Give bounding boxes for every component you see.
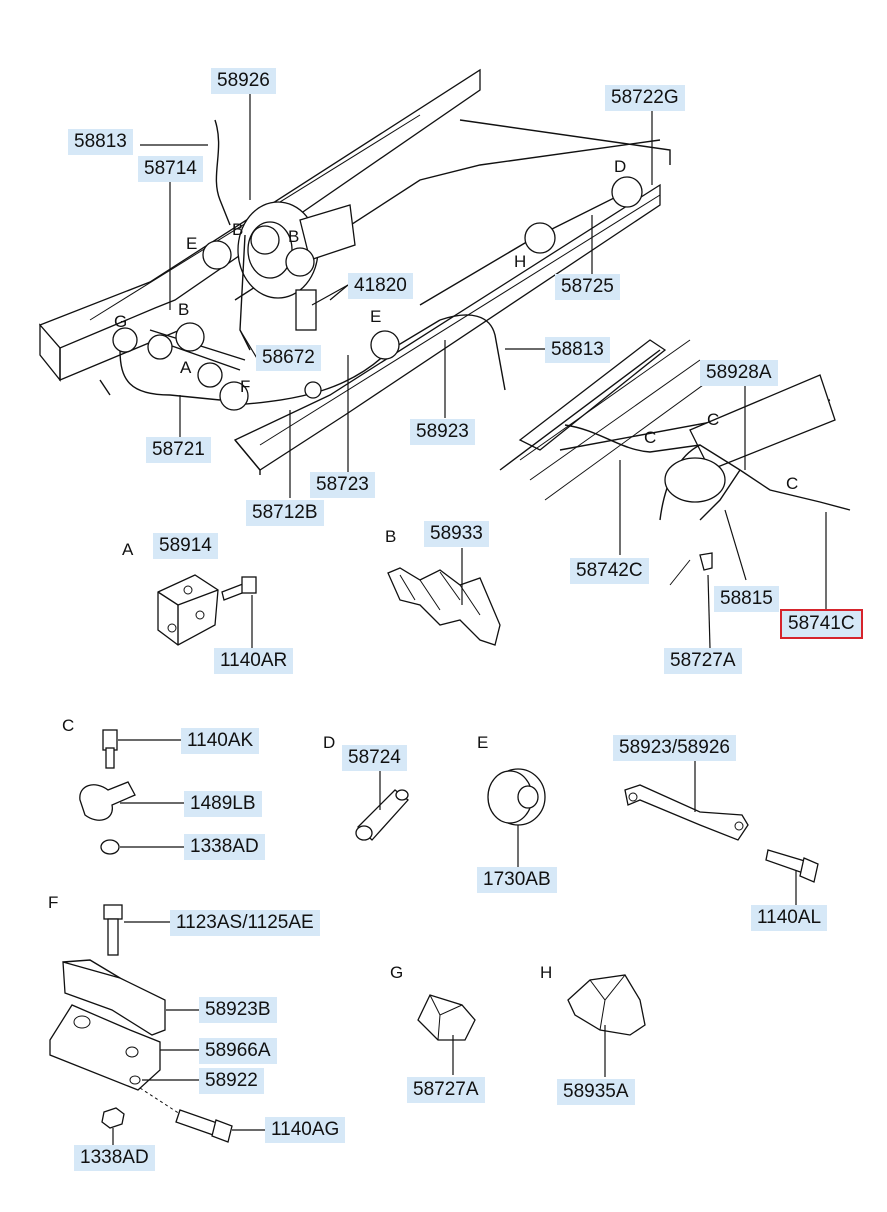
detail-letter: C (786, 474, 799, 493)
leader-lines-top (140, 92, 653, 498)
part-callout-58672[interactable]: 58672 (256, 345, 321, 371)
part-callout-1338AD[interactable]: 1338AD (184, 834, 265, 860)
part-callout-1140AG[interactable]: 1140AG (265, 1117, 346, 1143)
detail-letter: B (232, 220, 244, 239)
right-frame-drawing (499, 339, 851, 521)
detail-letter: A (180, 358, 192, 377)
detail-letter: C (644, 428, 657, 447)
section-a-drawing (157, 574, 257, 648)
section-h-drawing (567, 974, 646, 1077)
part-callout-58727A[interactable]: 58727A (407, 1077, 485, 1103)
part-callout-58933[interactable]: 58933 (424, 521, 489, 547)
part-callout-58712B[interactable]: 58712B (246, 500, 324, 526)
section-label-g: G (390, 963, 404, 982)
detail-letter: E (370, 307, 382, 326)
section-label-h: H (540, 963, 553, 982)
part-callout-58722G[interactable]: 58722G (605, 85, 685, 111)
part-callout-58966A[interactable]: 58966A (199, 1038, 277, 1064)
section-d-drawing (355, 770, 409, 841)
section-label-b: B (385, 527, 397, 546)
detail-letter: H (514, 252, 527, 271)
part-callout-58721[interactable]: 58721 (146, 437, 211, 463)
part-callout-58727A[interactable]: 58727A (664, 648, 742, 674)
part-callout-58923B[interactable]: 58923B (199, 997, 277, 1023)
part-callout-58923[interactable]: 58923 (410, 419, 475, 445)
part-callout-58813[interactable]: 58813 (68, 129, 133, 155)
part-callout-58724[interactable]: 58724 (342, 745, 407, 771)
section-label-c: C (62, 716, 75, 735)
detail-letter: C (707, 410, 720, 429)
part-callout-1730AB[interactable]: 1730AB (477, 867, 557, 893)
part-callout-58926[interactable]: 58926 (211, 68, 276, 94)
part-callout-1489LB[interactable]: 1489LB (184, 791, 262, 817)
part-callout-41820[interactable]: 41820 (348, 273, 413, 299)
detail-letter: D (614, 157, 627, 176)
part-callout-58935A[interactable]: 58935A (557, 1079, 635, 1105)
section-c-drawing (79, 729, 186, 855)
part-callout-58928A[interactable]: 58928A (700, 360, 778, 386)
detail-letter: E (186, 234, 198, 253)
leader-lines-right (619, 385, 827, 649)
frame-rail-drawing (38, 68, 671, 475)
part-callout-1140AK[interactable]: 1140AK (181, 728, 260, 754)
detail-letter: F (240, 377, 251, 396)
part-callout-58725[interactable]: 58725 (555, 274, 620, 300)
bracket-drawing (624, 760, 819, 905)
section-e-drawing (487, 768, 546, 867)
part-callout-1338AD[interactable]: 1338AD (74, 1145, 155, 1171)
section-label-a: A (122, 540, 134, 559)
detail-circles-drawing (112, 176, 643, 411)
part-callout-58714[interactable]: 58714 (138, 156, 203, 182)
part-callout-58914[interactable]: 58914 (153, 533, 218, 559)
detail-letter: B (288, 227, 300, 246)
part-callout-58742C[interactable]: 58742C (570, 558, 649, 584)
part-callout-1140AR[interactable]: 1140AR (214, 648, 294, 674)
part-callout-58723[interactable]: 58723 (310, 472, 375, 498)
clip-58727A-drawing (669, 552, 713, 586)
section-label-e: E (477, 733, 489, 752)
section-b-drawing (387, 548, 501, 646)
part-callout-1123AS-1125AE[interactable]: 1123AS/1125AE (170, 910, 320, 936)
part-callout-58923-58926[interactable]: 58923/58926 (613, 735, 736, 761)
part-callout-58813[interactable]: 58813 (545, 337, 610, 363)
part-callout-58741C-highlighted[interactable]: 58741C (780, 609, 863, 639)
section-g-drawing (417, 994, 476, 1075)
section-f-drawing (49, 904, 265, 1145)
part-callout-58815[interactable]: 58815 (714, 586, 779, 612)
section-label-f: F (48, 893, 59, 912)
detail-letter: G (114, 312, 128, 331)
part-callout-1140AL[interactable]: 1140AL (751, 905, 828, 931)
detail-letter: B (178, 300, 190, 319)
section-label-d: D (323, 733, 336, 752)
part-callout-58922[interactable]: 58922 (199, 1068, 264, 1094)
